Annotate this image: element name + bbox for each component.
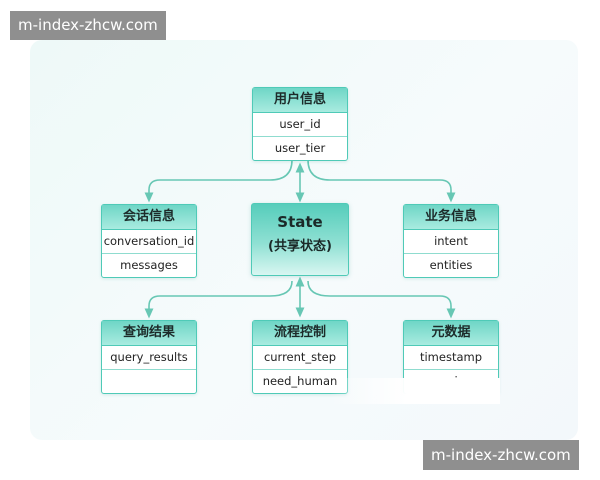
node-title: 业务信息 — [404, 205, 498, 230]
node-title: 用户信息 — [253, 88, 347, 113]
image-fade-overlay — [330, 378, 500, 404]
connector-top-left — [144, 159, 293, 203]
state-title: State — [277, 213, 323, 231]
node-session-info: 会话信息 conversation_id messages — [101, 204, 197, 278]
node-user-info: 用户信息 user_id user_tier — [252, 87, 348, 161]
node-field: user_id — [253, 113, 347, 137]
node-title: 查询结果 — [102, 321, 196, 346]
node-title: 流程控制 — [253, 321, 347, 346]
node-field: conversation_id — [102, 230, 196, 254]
node-title: 元数据 — [404, 321, 498, 346]
node-query-results: 查询结果 query_results — [101, 320, 197, 394]
node-field: user_tier — [274, 141, 326, 155]
node-field: query_results — [102, 346, 196, 370]
node-field: current_step — [253, 346, 347, 370]
node-field: need_human — [262, 374, 338, 388]
connector-top-right — [307, 159, 456, 203]
node-field — [102, 370, 196, 393]
node-field: entities — [429, 258, 473, 272]
state-node: State (共享状态) — [251, 203, 349, 276]
state-subtitle: (共享状态) — [268, 239, 332, 254]
node-title: 会话信息 — [102, 205, 196, 230]
watermark-bottom: m-index-zhcw.com — [423, 440, 579, 470]
node-business-info: 业务信息 intent entities — [403, 204, 499, 278]
node-field: timestamp — [404, 346, 498, 370]
connector-bottom-left — [144, 280, 293, 319]
watermark-top: m-index-zhcw.com — [10, 11, 166, 40]
node-field: intent — [404, 230, 498, 254]
connector-bottom-right — [307, 280, 456, 319]
node-field: messages — [120, 258, 178, 272]
